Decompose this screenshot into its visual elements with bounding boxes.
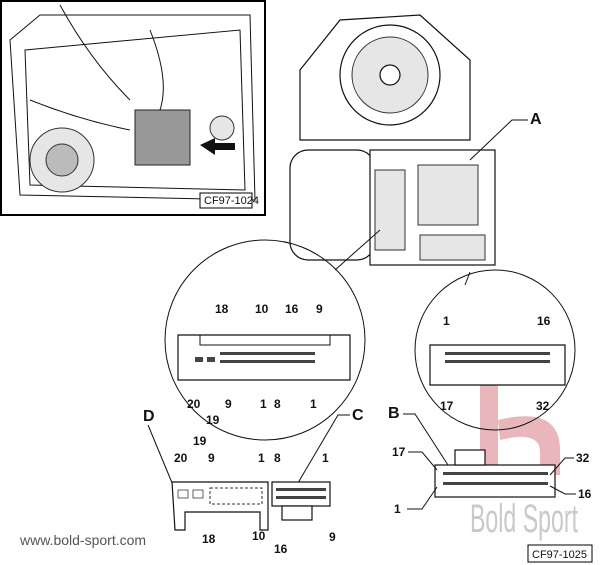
connector-D: D 19 20 9 1 18 10: [143, 408, 269, 546]
pin-label: 1: [322, 451, 329, 465]
pin-label: 1: [260, 397, 267, 411]
pin-label: 19: [206, 413, 220, 427]
pin-label: 16: [274, 542, 288, 556]
pin-label: 8: [274, 451, 281, 465]
pin-label: 32: [576, 451, 590, 465]
pin-label: 9: [329, 530, 336, 544]
pin-label: 17: [440, 399, 454, 413]
pin-label: 8: [274, 397, 281, 411]
connector-C: C 8 1 16 9: [271, 407, 364, 556]
callout-C: C: [352, 407, 364, 424]
pin-label: 16: [537, 314, 551, 328]
pin-label: 9: [316, 302, 323, 316]
pin-label: 9: [208, 451, 215, 465]
callout-D: D: [143, 408, 155, 425]
pin-label: 10: [252, 529, 266, 543]
pin-label: 20: [174, 451, 188, 465]
figure-code-box: CF97-1025: [527, 544, 593, 563]
bold-sport-logo-watermark: Bold Sport: [470, 380, 578, 541]
pin-label: 1: [394, 502, 401, 516]
connector-D-C-detail: 18 10 16 9 20 19 9 1 8 1: [164, 229, 381, 441]
connector-B: B 17 1 32 16: [388, 405, 592, 516]
watermark-text: Bold Sport: [470, 497, 578, 541]
door-inset-image: CF97-1024: [0, 0, 266, 216]
pin-label: 16: [578, 487, 592, 501]
pin-label: 32: [536, 399, 550, 413]
pin-label: 1: [310, 397, 317, 411]
pin-label: 17: [392, 445, 406, 459]
inset-figure-code: CF97-1024: [204, 195, 259, 207]
pin-label: 20: [187, 397, 201, 411]
pin-label: 10: [255, 302, 269, 316]
pin-label: 1: [443, 314, 450, 328]
callout-A: A: [530, 111, 542, 128]
pin-label: 9: [225, 397, 232, 411]
connector-B-detail: 1 16 17 32: [414, 269, 576, 431]
website-text: www.bold-sport.com: [19, 532, 146, 548]
pin-label: 16: [285, 302, 299, 316]
main-figure-code: CF97-1025: [532, 549, 587, 561]
pin-label: 18: [215, 302, 229, 316]
window-motor-assembly: [289, 14, 496, 266]
pin-label: 1: [258, 451, 265, 465]
callout-B: B: [388, 405, 400, 422]
pin-label: 18: [202, 532, 216, 546]
pin-label: 19: [193, 434, 207, 448]
